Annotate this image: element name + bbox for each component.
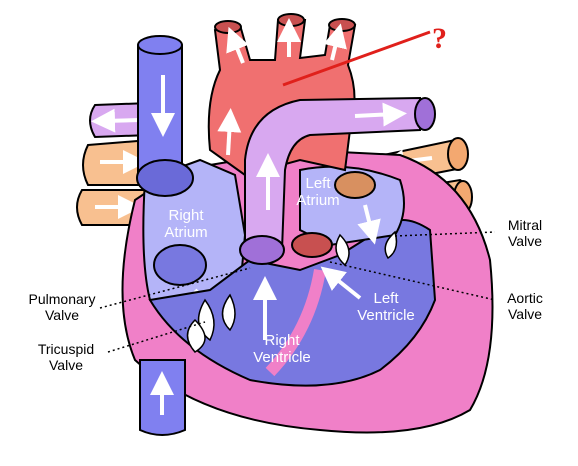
mitral-valve-label-line1: Mitral (508, 217, 542, 233)
tricuspid-valve-label-line1: Tricuspid (38, 341, 94, 357)
left-atrium-label-line1: Left (305, 175, 331, 192)
tricuspid-valve-label-line2: Valve (49, 357, 83, 373)
pulmonary-valve-label-line2: Valve (45, 307, 79, 323)
valve-flaps (186, 230, 398, 353)
left-ventricle-label-line2: Ventricle (357, 307, 415, 324)
vena-cava (136, 35, 194, 436)
left-atrium (299, 165, 405, 247)
right-atrium-label-line2: Atrium (164, 224, 207, 241)
question-pointer: ? (282, 22, 447, 87)
aortic-valve-ring (291, 232, 333, 258)
aortic-valve-label-line1: Aortic (507, 290, 543, 306)
ventricles (148, 219, 437, 387)
question-mark: ? (432, 22, 447, 55)
aortic-valve-leader (329, 261, 496, 301)
pulmonary-valve-leader (99, 267, 251, 309)
pulmonary-valve-label-line1: Pulmonary (29, 291, 96, 307)
left-ventricle-label-line1: Left (373, 290, 399, 307)
left-atrium-label-line2: Atrium (296, 192, 339, 209)
aorta (207, 13, 357, 177)
tricuspid-valve-leader (107, 321, 206, 353)
pulmonary-artery (239, 96, 436, 265)
right-ventricle-label-line1: Right (264, 332, 300, 349)
mitral-valve-leader (394, 231, 496, 237)
mitral-valve-label-line2: Valve (508, 233, 542, 249)
aortic-valve-label-line2: Valve (508, 306, 542, 322)
right-atrium-label-line1: Right (168, 207, 204, 224)
right-ventricle-label-line2: Ventricle (253, 349, 311, 366)
